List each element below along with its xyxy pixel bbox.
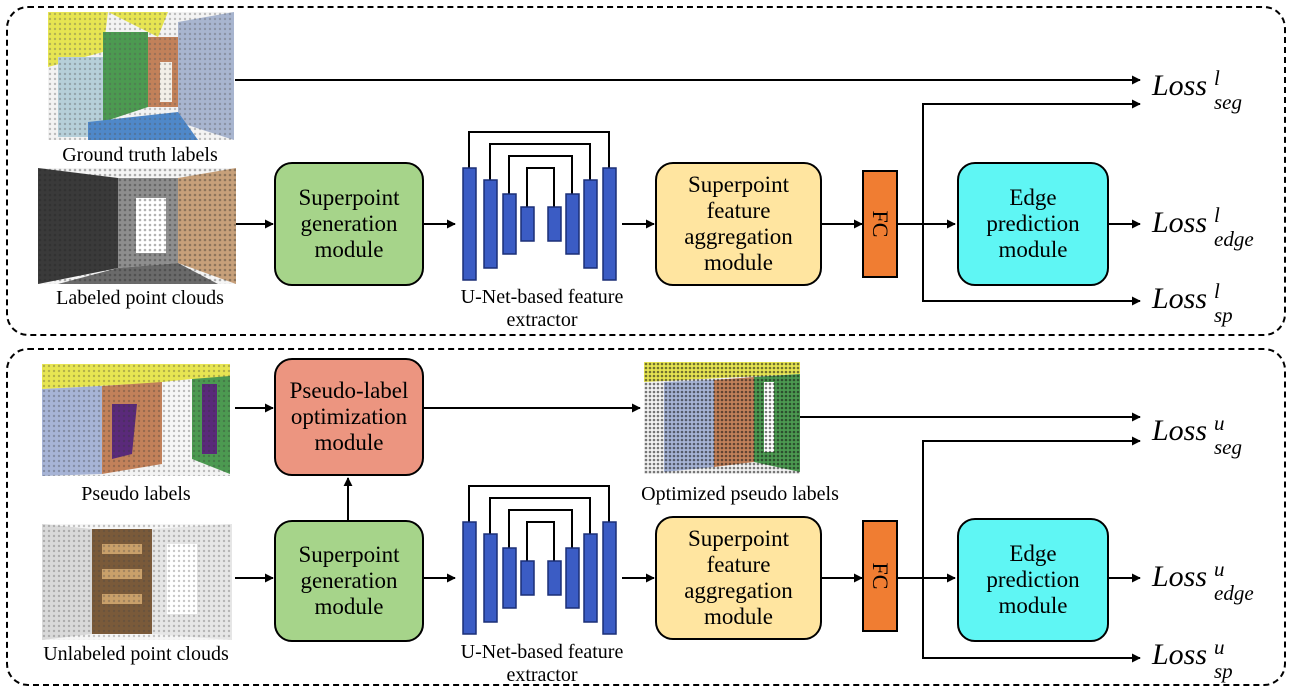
unet-bar xyxy=(602,521,617,635)
loss-base: Loss xyxy=(1152,414,1208,447)
pseudo-label-optimization-module: Pseudo-label optimization module xyxy=(274,358,424,476)
superpoint-generation-module-bottom: Superpoint generation module xyxy=(274,520,424,642)
loss-base: Loss xyxy=(1152,282,1208,315)
optimized-pseudo-labels-image xyxy=(644,362,800,474)
optimized-pseudo-labels-caption: Optimized pseudo labels xyxy=(641,483,839,505)
unlabeled-point-cloud-image xyxy=(42,524,232,640)
labeled-point-cloud-image xyxy=(38,168,236,284)
unet-bar xyxy=(520,206,535,242)
loss-subscript: seg xyxy=(1214,435,1242,459)
loss-subscript: edge xyxy=(1214,581,1254,605)
unet-bar xyxy=(502,193,517,255)
unet-bar xyxy=(462,167,477,281)
unet-bar xyxy=(462,521,477,635)
unet-extractor-bottom xyxy=(462,521,617,635)
loss-superscript: u xyxy=(1214,411,1225,435)
labeled-branch-panel xyxy=(6,6,1286,336)
fc-layer-top: FC xyxy=(862,170,898,278)
loss-base: Loss xyxy=(1152,638,1208,671)
loss-subscript: seg xyxy=(1214,90,1242,114)
unet-caption-top: U-Net-based feature extractor xyxy=(460,286,624,331)
edge-prediction-module-top: Edge prediction module xyxy=(957,162,1109,286)
pseudo-labels-caption: Pseudo labels xyxy=(81,483,191,505)
unet-extractor-top xyxy=(462,167,617,281)
loss-base: Loss xyxy=(1152,69,1208,102)
loss-superscript: u xyxy=(1214,635,1225,659)
loss-superscript: l xyxy=(1214,66,1220,90)
edge-prediction-module-bottom: Edge prediction module xyxy=(957,518,1109,642)
loss-base: Loss xyxy=(1152,206,1208,239)
loss-superscript: u xyxy=(1214,557,1225,581)
unet-caption-bottom: U-Net-based feature extractor xyxy=(460,641,624,686)
ground-truth-labels-caption: Ground truth labels xyxy=(62,144,218,166)
ground-truth-labels-image xyxy=(48,12,234,140)
unet-bar xyxy=(583,533,598,623)
loss-subscript: sp xyxy=(1214,659,1233,683)
loss-subscript: sp xyxy=(1214,303,1233,327)
unet-bar xyxy=(483,179,498,269)
unet-bar xyxy=(520,560,535,596)
fc-label: FC xyxy=(868,210,893,238)
superpoint-feature-aggregation-module-bottom: Superpoint feature aggregation module xyxy=(655,516,822,640)
fc-label: FC xyxy=(868,562,893,590)
loss-subscript: edge xyxy=(1214,227,1254,251)
unet-bar xyxy=(583,179,598,269)
labeled-point-clouds-caption: Labeled point clouds xyxy=(56,287,224,309)
pseudo-labels-image xyxy=(42,364,230,476)
unet-bar xyxy=(547,560,562,596)
unlabeled-branch-panel xyxy=(6,348,1286,686)
unet-bar xyxy=(483,533,498,623)
fc-layer-bottom: FC xyxy=(862,520,898,632)
loss-superscript: l xyxy=(1214,279,1220,303)
unet-bar xyxy=(565,193,580,255)
loss-superscript: l xyxy=(1214,203,1220,227)
superpoint-feature-aggregation-module-top: Superpoint feature aggregation module xyxy=(655,162,822,286)
superpoint-generation-module-top: Superpoint generation module xyxy=(274,162,424,286)
loss-base: Loss xyxy=(1152,560,1208,593)
unlabeled-point-clouds-caption: Unlabeled point clouds xyxy=(43,643,229,665)
unet-bar xyxy=(602,167,617,281)
unet-bar xyxy=(565,547,580,609)
unet-bar xyxy=(502,547,517,609)
unet-bar xyxy=(547,206,562,242)
